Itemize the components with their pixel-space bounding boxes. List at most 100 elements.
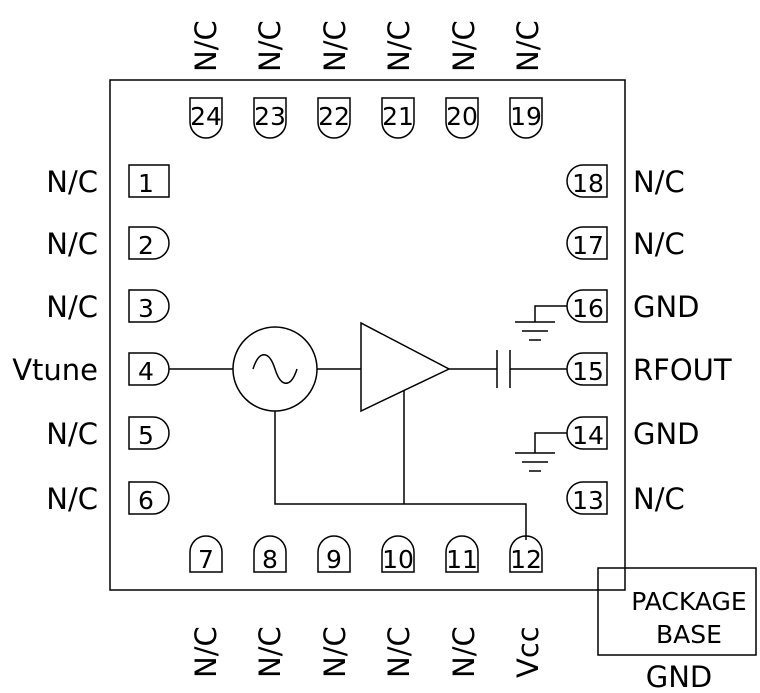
pin-7-number: 7	[198, 545, 214, 574]
pin-13-pad	[566, 481, 608, 515]
pin-11-label: N/C	[447, 626, 481, 678]
pin-23-pad	[253, 97, 287, 139]
pin-8: 8 N/C	[253, 535, 287, 678]
pin-11-number: 11	[446, 545, 478, 574]
pin-6-pad	[128, 481, 170, 515]
pin-22-number: 22	[318, 102, 350, 131]
pin-4: 4 Vtune	[12, 352, 170, 387]
package-body	[109, 79, 626, 591]
pin-19-pad	[509, 97, 543, 139]
pin-24-pad	[189, 97, 223, 139]
pin-20-label: N/C	[447, 20, 481, 72]
pin-19-number: 19	[510, 102, 542, 131]
amplifier-icon	[360, 321, 451, 413]
pin-16: 16 GND	[566, 289, 700, 324]
pin-2-label: N/C	[46, 227, 98, 261]
pin-18-label: N/C	[633, 165, 685, 199]
pin-14-pad	[566, 416, 608, 450]
pin-14: 14 GND	[566, 416, 700, 451]
pin-21: 21 N/C	[381, 20, 416, 139]
pin-8-number: 8	[262, 545, 278, 574]
pin-4-number: 4	[138, 357, 154, 386]
pin-15-number: 15	[572, 357, 604, 386]
pin-11: 11 N/C	[445, 535, 481, 678]
pin-10-number: 10	[382, 545, 414, 574]
pin-10: 10 N/C	[381, 535, 416, 678]
pin-23: 23 N/C	[253, 20, 287, 139]
pin-7: 7 N/C	[189, 535, 223, 678]
pin-14-label: GND	[633, 417, 700, 451]
pin-8-label: N/C	[253, 626, 287, 678]
pin-9: 9 N/C	[317, 535, 352, 678]
pin-8-pad	[253, 535, 287, 573]
pin-3-pad	[128, 289, 170, 323]
pin-21-label: N/C	[382, 20, 416, 72]
capacitor-icon	[496, 350, 511, 388]
ground-icon	[515, 305, 567, 341]
pin-1: 1 N/C	[46, 164, 170, 199]
pin-12: 12 Vcc	[509, 535, 545, 678]
pin-17-label: N/C	[633, 227, 685, 261]
pin-17-number: 17	[572, 231, 604, 260]
pin-14-number: 14	[572, 421, 604, 450]
pin-15-pad	[566, 352, 608, 386]
pin-3-label: N/C	[46, 290, 98, 324]
pin-1-number: 1	[138, 169, 154, 198]
pin-13: 13 N/C	[566, 481, 685, 516]
pin-5-number: 5	[138, 421, 154, 450]
pin-12-pad	[509, 535, 543, 573]
pin-6: 6 N/C	[46, 481, 170, 516]
package-base-line1: PACKAGE	[631, 587, 746, 616]
pin-12-number: 12	[510, 545, 542, 574]
pin-21-number: 21	[382, 102, 414, 131]
pin-17: 17 N/C	[566, 226, 685, 261]
pin-10-pad	[381, 535, 415, 573]
pin-6-label: N/C	[46, 482, 98, 516]
pin-15: 15 RFOUT	[566, 352, 732, 387]
pin-16-pad	[566, 289, 608, 323]
pin-22-pad	[317, 97, 351, 139]
vcc-wire	[274, 411, 527, 540]
pin-18: 18 N/C	[566, 164, 685, 199]
package-base-line2: BASE	[656, 620, 722, 649]
pin-2-number: 2	[138, 231, 154, 260]
pin-16-label: GND	[633, 290, 700, 324]
pin-7-pad	[189, 535, 223, 573]
pin-21-pad	[381, 97, 415, 139]
pin-22: 22 N/C	[317, 20, 352, 139]
pin-19-label: N/C	[511, 20, 545, 72]
pin-2-pad	[128, 226, 170, 260]
pin-23-number: 23	[254, 102, 286, 131]
pin-20-number: 20	[446, 102, 478, 131]
pin-3-number: 3	[138, 294, 154, 323]
pin-16-number: 16	[572, 294, 604, 323]
pin-5-pad	[128, 416, 170, 450]
pin-5-label: N/C	[46, 417, 98, 451]
pin-13-label: N/C	[633, 482, 685, 516]
pin-18-pad	[566, 164, 608, 198]
pin-11-pad	[445, 535, 479, 573]
pin-13-number: 13	[572, 486, 604, 515]
pin-9-label: N/C	[318, 626, 352, 678]
pin-15-label: RFOUT	[633, 353, 732, 387]
pin-1-pad	[128, 164, 170, 198]
pin-9-number: 9	[326, 545, 342, 574]
oscillator-icon	[232, 326, 318, 412]
pin-23-label: N/C	[253, 20, 287, 72]
pin-22-label: N/C	[318, 20, 352, 72]
pin-10-label: N/C	[382, 626, 416, 678]
pin-1-label: N/C	[46, 165, 98, 199]
package-base-net: GND	[646, 660, 713, 693]
ground-icon	[515, 432, 567, 472]
pin-18-number: 18	[572, 169, 604, 198]
pin-12-label: Vcc	[511, 626, 545, 678]
pin-4-pad	[128, 352, 170, 386]
pin-20-pad	[445, 97, 479, 139]
pin-9-pad	[317, 535, 351, 573]
pin-5: 5 N/C	[46, 416, 170, 451]
package-base-box	[597, 567, 757, 656]
pin-24-label: N/C	[189, 20, 223, 72]
pin-7-label: N/C	[189, 626, 223, 678]
pin-3: 3 N/C	[46, 289, 170, 324]
